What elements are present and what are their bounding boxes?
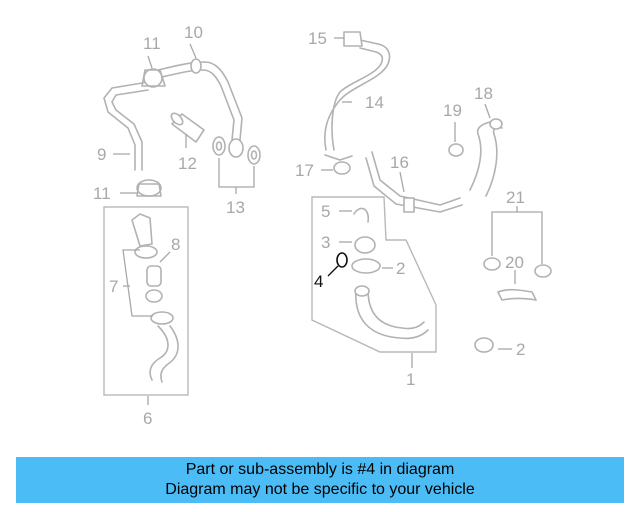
hose-18 <box>448 118 503 197</box>
callout-6: 6 <box>143 409 152 428</box>
sub-assembly-1-frame <box>311 196 437 353</box>
hose-20-assembly <box>474 257 552 353</box>
callout-17: 17 <box>295 161 314 180</box>
callout-18: 18 <box>474 84 493 103</box>
sub-assembly-6-frame <box>103 206 189 396</box>
callout-14: 14 <box>365 93 384 112</box>
callout-8: 8 <box>171 235 180 254</box>
callout-11: 11 <box>143 34 161 53</box>
callout-11-lower: 11 <box>93 184 111 203</box>
hose-assembly-14 <box>324 31 391 175</box>
callout-21: 21 <box>506 188 525 207</box>
callout-10: 10 <box>184 23 203 42</box>
callout-12: 12 <box>178 154 197 173</box>
callout-9: 9 <box>97 145 106 164</box>
parts-diagram: 1 2 2 3 4 5 6 7 8 9 10 11 11 12 13 14 15… <box>93 23 552 428</box>
coolant-line-assembly-left <box>103 58 261 197</box>
o-ring-4 <box>336 252 348 268</box>
banner-line-disclaimer: Diagram may not be specific to your vehi… <box>165 481 475 498</box>
pipe-16 <box>365 151 463 213</box>
callout-19: 19 <box>443 101 462 120</box>
hose-assembly-left <box>131 213 179 383</box>
callout-3: 3 <box>321 233 330 252</box>
callout-16: 16 <box>390 153 409 172</box>
callout-7: 7 <box>109 277 118 296</box>
callout-2: 2 <box>396 259 405 278</box>
info-banner: Part or sub-assembly is #4 in diagram Di… <box>16 457 624 503</box>
callout-4: 4 <box>314 272 323 291</box>
callout-5: 5 <box>321 202 330 221</box>
callout-13: 13 <box>226 198 245 217</box>
callout-15: 15 <box>308 29 327 48</box>
callout-2-lower: 2 <box>516 340 525 359</box>
callout-20: 20 <box>505 253 524 272</box>
hose-assembly-1 <box>351 207 429 340</box>
banner-line-part: Part or sub-assembly is #4 in diagram <box>185 461 455 478</box>
leader-lines <box>113 37 543 405</box>
callout-1: 1 <box>406 370 415 389</box>
